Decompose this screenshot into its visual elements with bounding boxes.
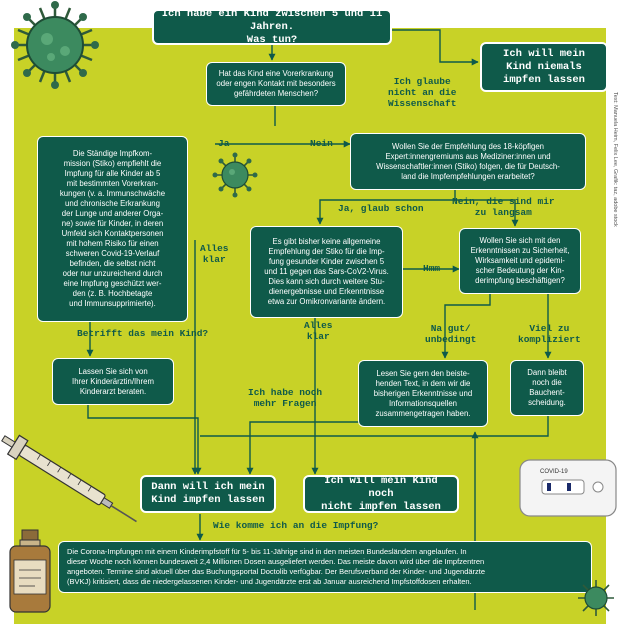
follow-stiko-question-box: Wollen Sie der Empfehlung des 18-köpfige…	[350, 133, 586, 190]
virus-icon	[212, 152, 258, 198]
label-ja-glaub-schon: Ja, glaub schon	[338, 203, 424, 214]
read-article-box: Lesen Sie gern den beiste-henden Text, i…	[358, 360, 488, 427]
virus-icon	[11, 1, 99, 89]
background-panel	[14, 28, 606, 624]
virus-icon	[578, 580, 614, 616]
label-ja: Ja	[218, 138, 230, 149]
covid-test-icon: COVID-19	[519, 459, 617, 517]
covid-test-label: COVID-19	[540, 469, 568, 475]
start-question-box: Ich habe ein Kind zwischen 5 und 11 Jahr…	[152, 8, 392, 46]
stiko-risk-recommendation-box: Die Ständige Impfkom-mission (Stiko) emp…	[37, 136, 188, 322]
label-nein: Nein	[310, 138, 333, 149]
label-hmm: Hmm	[423, 263, 441, 274]
syringe-icon	[1, 434, 137, 523]
vaccine-vial-icon	[9, 529, 51, 613]
vaccination-info-box: Die Corona-Impfungen mit einem Kinderimp…	[58, 541, 592, 593]
label-betrifft-mein-kind: Betrifft das mein Kind?	[77, 328, 209, 339]
label-na-gut-unbedingt: Na gut/unbedingt	[425, 323, 477, 345]
label-wie-komme-ich-an-die-impfung: Wie komme ich an die Impfung?	[213, 520, 379, 531]
